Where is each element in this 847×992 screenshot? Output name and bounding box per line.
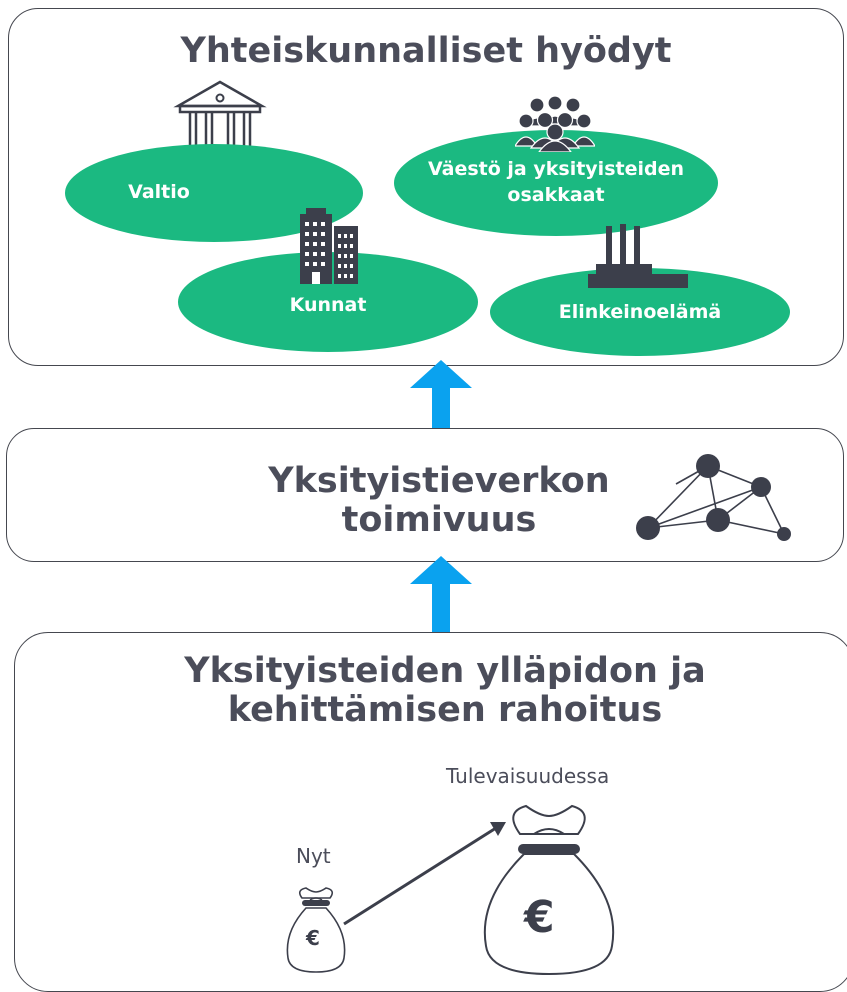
factory-icon (588, 224, 690, 290)
label-vaesto: Väestö ja yksityisteiden osakkaat (427, 158, 684, 206)
money-bag-icon (482, 800, 616, 980)
office-buildings-icon (298, 206, 360, 284)
small-currency-symbol: € (306, 926, 320, 950)
financing-panel (14, 632, 847, 992)
network-icon (632, 452, 796, 548)
people-group-icon (515, 96, 595, 152)
financing-title: Yksityisteiden ylläpidon ja kehittämisen… (184, 651, 706, 730)
money-bag-icon (284, 884, 348, 976)
network-functionality-title: Yksityistieverkon toimivuus (268, 461, 610, 540)
label-kunnat: Kunnat (289, 294, 367, 317)
label-valtio: Valtio (128, 181, 190, 204)
network-functionality-panel (6, 428, 844, 562)
label-elinkeinoelama: Elinkeinoelämä (558, 301, 722, 324)
growth-arrow-icon (340, 818, 510, 930)
large-currency-symbol: € (524, 892, 555, 943)
arrow-up-icon (410, 360, 472, 440)
now-label: Nyt (296, 844, 331, 868)
future-label: Tulevaisuudessa (446, 764, 610, 788)
societal-benefits-title: Yhteiskunnalliset hyödyt (180, 31, 672, 71)
arrow-up-icon (410, 556, 472, 640)
